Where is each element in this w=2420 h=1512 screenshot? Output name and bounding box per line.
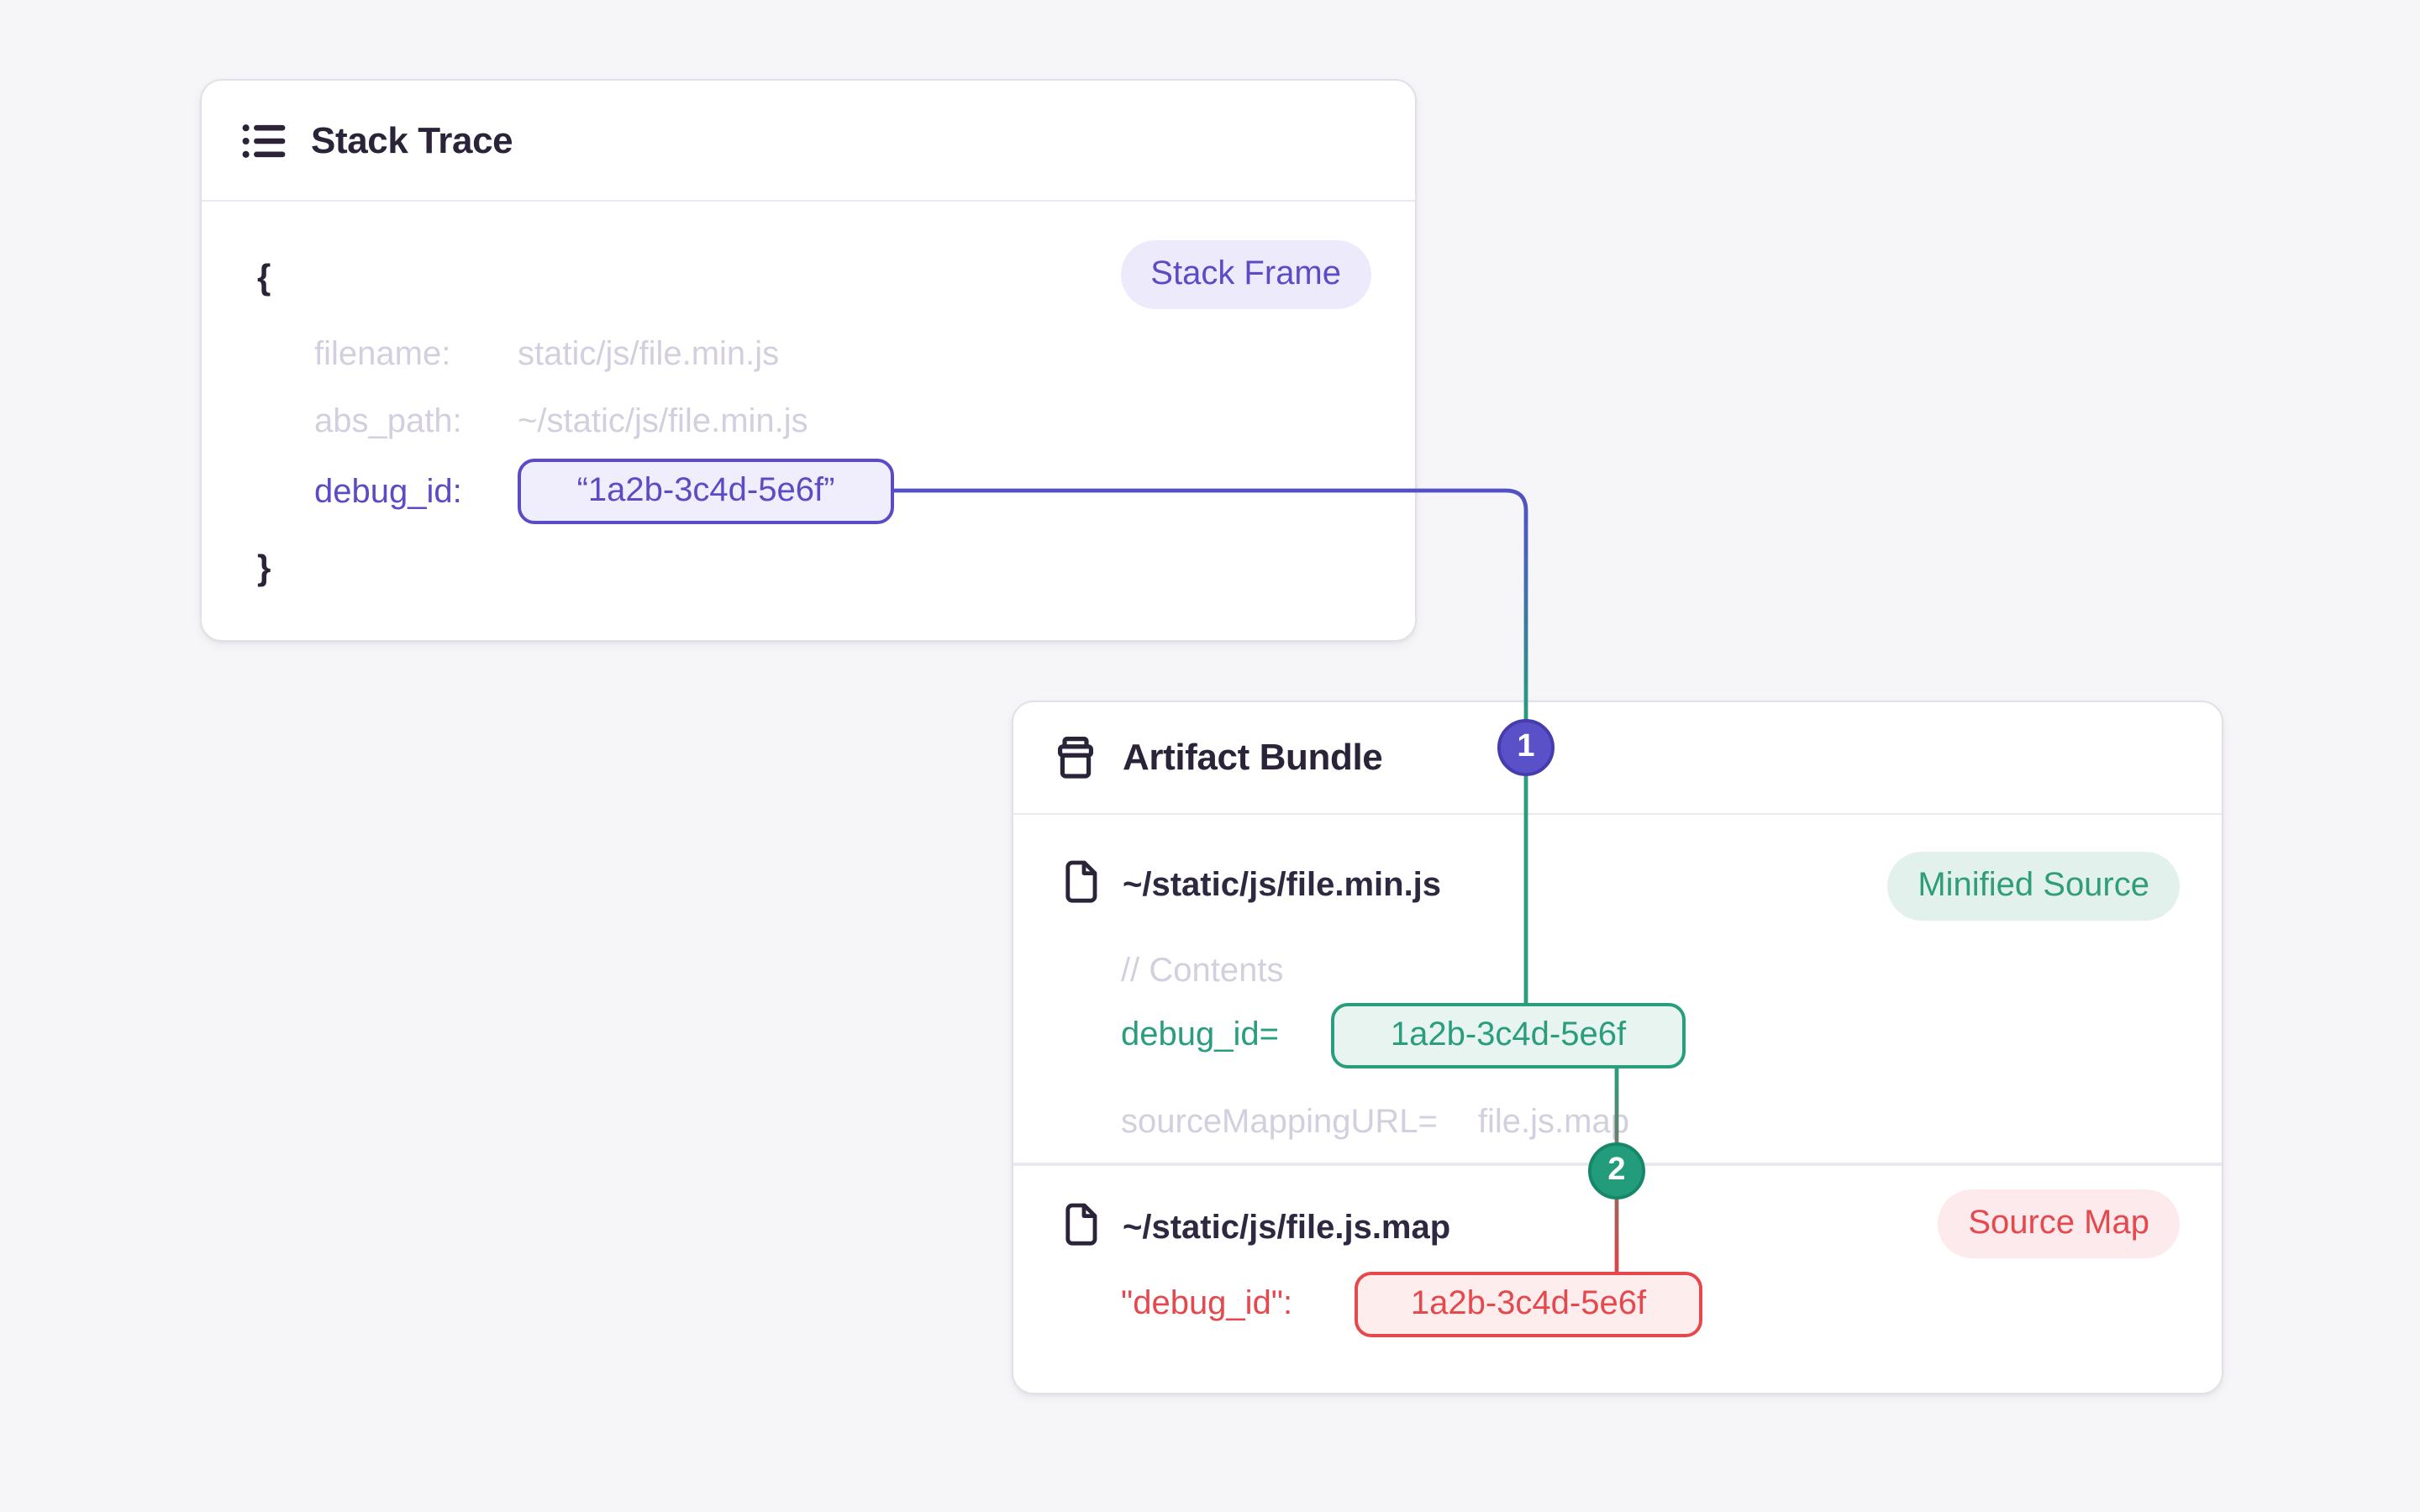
debug-id-row: debug_id: [314, 469, 462, 516]
contents-comment: // Contents [1121, 953, 1284, 990]
stack-frame-badge: Stack Frame [1120, 240, 1371, 309]
map-debug-id-key: "debug_id": [1121, 1285, 1293, 1322]
minified-file-row: ~/static/js/file.min.js [1064, 859, 1442, 911]
open-brace: { [257, 259, 271, 297]
abs-path-row: abs_path: ~/static/js/file.min.js [314, 398, 808, 445]
filename-value: static/js/file.min.js [518, 336, 780, 373]
bundle-debug-id-value-box: 1a2b-3c4d-5e6f [1331, 1003, 1686, 1068]
source-map-badge: Source Map [1938, 1189, 2180, 1258]
source-mapping-row: sourceMappingURL= file.js.map [1121, 1099, 1629, 1146]
minified-file-name: ~/static/js/file.min.js [1123, 866, 1442, 903]
artifact-bundle-header: Artifact Bundle [1013, 702, 2222, 815]
map-debug-id-value-box: 1a2b-3c4d-5e6f [1355, 1272, 1702, 1337]
sourcemap-file-row: ~/static/js/file.js.map [1064, 1202, 1451, 1254]
source-mapping-key: sourceMappingURL= [1121, 1104, 1438, 1141]
close-brace: } [257, 549, 271, 588]
stack-trace-card: Stack Trace Stack Frame { filename: stati… [200, 79, 1417, 642]
source-mapping-value: file.js.map [1477, 1104, 1629, 1141]
step-2-marker: 2 [1588, 1142, 1645, 1200]
filename-row: filename: static/js/file.min.js [314, 331, 779, 378]
abs-path-key: abs_path: [314, 403, 462, 440]
archive-icon [1054, 736, 1097, 780]
abs-path-value: ~/static/js/file.min.js [518, 403, 808, 440]
stack-trace-header: Stack Trace [202, 81, 1415, 202]
step-1-marker: 1 [1497, 719, 1555, 776]
file-icon [1064, 1202, 1099, 1254]
artifact-bundle-title: Artifact Bundle [1123, 736, 1383, 778]
file-icon [1064, 859, 1099, 911]
sourcemap-file-name: ~/static/js/file.js.map [1123, 1209, 1451, 1246]
list-icon [242, 122, 286, 159]
stack-debug-id-value-box: “1a2b-3c4d-5e6f” [518, 459, 894, 524]
bundle-debug-id-key: debug_id= [1121, 1016, 1279, 1053]
debug-id-key: debug_id: [314, 474, 462, 511]
stack-trace-title: Stack Trace [311, 118, 513, 160]
filename-key: filename: [314, 336, 451, 373]
minified-source-badge: Minified Source [1887, 852, 2180, 921]
artifact-bundle-card: Artifact Bundle ~/static/js/file.min.js … [1012, 701, 2223, 1394]
